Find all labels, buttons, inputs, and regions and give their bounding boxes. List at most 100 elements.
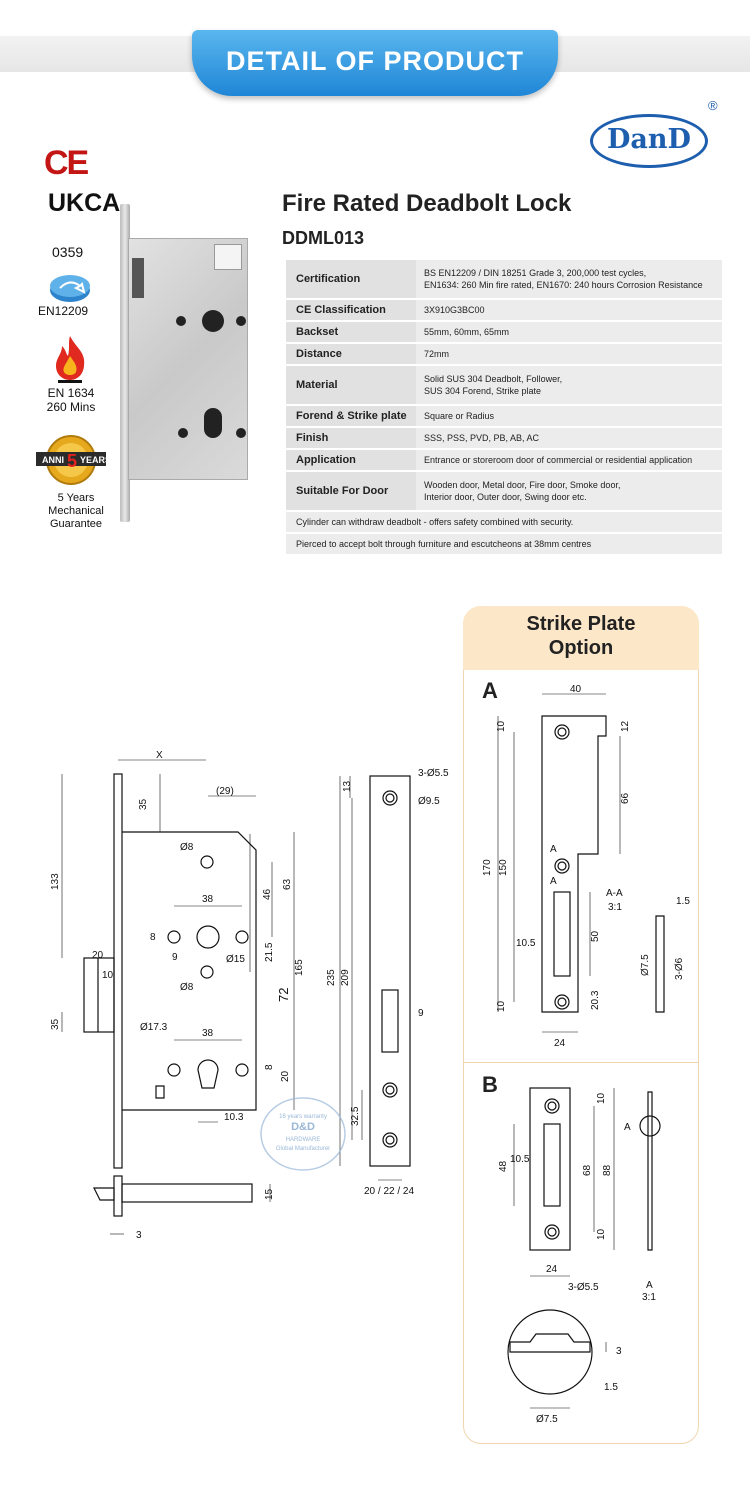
spec-note: Pierced to accept bolt through furniture… [286,534,722,554]
spec-label: Application [286,450,416,470]
dim-a-24: 24 [554,1038,566,1049]
spec-row: Distance 72mm [286,344,722,364]
ukca-mark: UKCA [48,189,121,217]
product-model: DDML013 [282,228,365,248]
ukca-number: 0359 [52,244,84,260]
en12209-label: EN12209 [38,304,89,318]
spec-label: CE Classification [286,300,416,320]
badge-years-text: YEARS [80,455,108,465]
dim-b-10-top: 10 [596,1092,607,1104]
strike-plate-a-drawing: 40 10 12 66 170 150 A A A-A 3:1 1.5 10.5… [482,684,690,1049]
lock-bolt-slot [132,258,144,298]
dim-21-5: 21.5 [264,942,275,962]
spec-value: BS EN12209 / DIN 18251 Grade 3, 200,000 … [416,260,722,298]
spec-label: Backset [286,322,416,342]
dim-hole-8: Ø8 [180,842,194,853]
spec-row: Forend & Strike plate Square or Radius [286,406,722,426]
spec-label: Suitable For Door [286,472,416,510]
dim-a-50: 50 [590,930,601,942]
brand-logo [590,114,708,168]
spec-row: Material Solid SUS 304 Deadbolt, Followe… [286,366,722,404]
cylinder-hole [204,408,222,438]
dim-forend-9: 9 [418,1008,424,1019]
dim-13: 13 [342,780,353,792]
dim-forend-widths: 20 / 22 / 24 [364,1186,414,1197]
dim-b-scale: 3:1 [642,1292,656,1303]
spec-value: Square or Radius [416,406,722,426]
dim-72: 72 [276,988,291,1002]
product-title: Fire Rated Deadbolt Lock [282,190,572,217]
spec-note-row: Pierced to accept bolt through furniture… [286,534,722,554]
dim-8-left: 8 [150,932,156,943]
spec-label: Material [286,366,416,404]
spec-value-line: Wooden door, Metal door, Fire door, Smok… [424,480,621,490]
spec-value-line: SUS 304 Forend, Strike plate [424,386,542,396]
dim-a-170: 170 [482,859,493,876]
dim-a-66: 66 [620,792,631,804]
dim-a-40: 40 [570,684,582,695]
spec-row: CE Classification 3X910G3BC00 [286,300,722,320]
dim-a-1-5: 1.5 [676,896,690,907]
dim-a-7-5: Ø7.5 [640,954,651,976]
dim-a-12: 12 [620,720,631,732]
watermark-brand: D&D [291,1121,315,1133]
watermark-warranty: 16 years warranty [279,1114,327,1120]
lock-sticker [214,244,242,270]
strike-plate-divider [464,1062,698,1063]
dim-a-10-top: 10 [496,720,507,732]
dim-a-150: 150 [498,859,509,876]
spec-note-row: Cylinder can withdraw deadbolt - offers … [286,512,722,532]
strike-plate-title-line1: Strike Plate [526,613,636,635]
spec-value-line: EN1634: 260 Min fire rated, EN1670: 240 … [424,280,703,290]
spec-label: Finish [286,428,416,448]
dim-b-10-5: 10.5 [510,1154,530,1165]
spec-value: 3X910G3BC00 [416,300,722,320]
dim-20-right: 20 [280,1070,291,1082]
option-b-label: B [482,1072,498,1097]
guarantee-line-1: 5 Years [57,492,95,504]
dim-a-section-a2: A [550,876,557,887]
badge-anni-text: ANNI [42,455,64,465]
screw-hole [176,316,186,326]
dim-3: 3 [136,1230,142,1241]
dim-b-10-bottom: 10 [596,1228,607,1240]
guarantee-badge-icon: ANNI 5 YEARS [36,435,108,485]
spec-note: Cylinder can withdraw deadbolt - offers … [286,512,722,532]
dim-b-detail-label: A [646,1280,653,1291]
dim-38-top: 38 [202,894,214,905]
spec-value-line: Interior door, Outer door, Swing door et… [424,492,587,502]
spec-row: Suitable For Door Wooden door, Metal doo… [286,472,722,510]
dim-b-3: 3 [616,1346,622,1357]
dim-15: 15 [264,1188,275,1200]
lock-forend [120,204,130,522]
dim-209: 209 [340,969,351,986]
dim-35-top: 35 [138,798,149,810]
en1634-label: EN 1634 260 Mins [38,386,104,414]
watermark-hardware: HARDWARE [286,1137,321,1143]
dim-a-3-6: 3-Ø6 [674,957,685,980]
ce-mark: CE [44,144,89,182]
dim-32-5: 32.5 [350,1106,361,1126]
dim-forend-9-5: Ø9.5 [418,796,440,807]
dim-b-48: 48 [498,1160,509,1172]
dim-a-20-3: 20.3 [590,990,601,1010]
strike-plate-title: Strike Plate Option [463,612,699,660]
en1634-standard: EN 1634 [47,386,95,400]
option-a-label: A [482,678,498,703]
dim-hole-17-3: Ø17.3 [140,1022,168,1033]
dim-x: X [156,750,163,761]
dim-a-10-bottom: 10 [496,1000,507,1012]
registered-mark: ® [708,98,718,113]
spec-label: Distance [286,344,416,364]
guarantee-label: 5 Years Mechanical Guarantee [36,492,116,531]
strike-plate-b-drawing: 10 A 48 10.5 68 88 10 24 3-Ø5.5 A 3:1 3 … [498,1087,661,1425]
dim-63: 63 [282,878,293,890]
dim-35-bolt: 35 [50,1018,61,1030]
dim-forend-holes: 3-Ø5.5 [418,768,449,779]
spec-label: Forend & Strike plate [286,406,416,426]
watermark-tagline: Global Manufacturer [276,1146,330,1152]
spec-row: Finish SSS, PSS, PVD, PB, AB, AC [286,428,722,448]
dim-10-3: 10.3 [224,1112,244,1123]
dim-38-bottom: 38 [202,1028,214,1039]
spec-row: Backset 55mm, 60mm, 65mm [286,322,722,342]
